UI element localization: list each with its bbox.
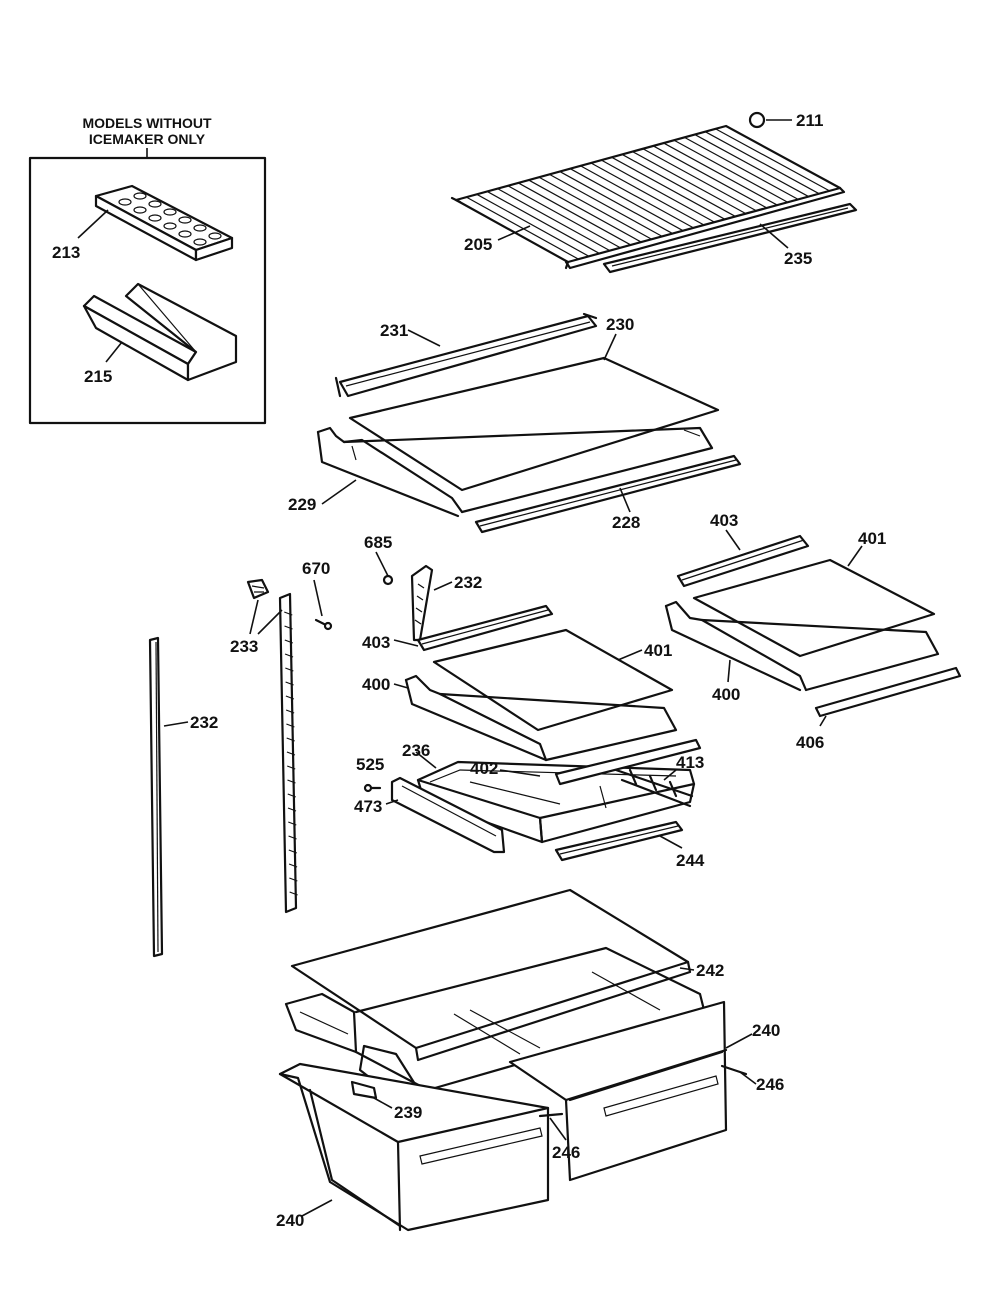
label-246-right: 246: [756, 1075, 784, 1094]
part-235-trim: [602, 202, 858, 274]
label-235: 235: [784, 249, 812, 268]
label-246-left: 246: [552, 1143, 580, 1162]
inset-frame: [28, 156, 267, 425]
part-205-wire-shelf: [450, 124, 846, 270]
label-400-left: 400: [362, 675, 390, 694]
part-403-right-trim: [676, 534, 810, 588]
part-413-slide-rail: [614, 768, 694, 808]
label-403-left: 403: [362, 633, 390, 652]
label-403-right: 403: [710, 511, 738, 530]
part-230-glass: [348, 356, 720, 492]
part-473-left-rail: [390, 776, 506, 854]
part-401-left-glass: [432, 628, 674, 732]
label-401-right: 401: [858, 529, 886, 548]
part-228-trim: [474, 454, 742, 534]
label-525: 525: [356, 755, 384, 774]
part-406-trim: [814, 666, 962, 718]
label-231: 231: [380, 321, 408, 340]
part-403-left-trim: [416, 604, 554, 652]
part-525-screw-icon: [363, 783, 382, 793]
label-211: 211: [796, 111, 823, 130]
label-233: 233: [230, 637, 258, 656]
part-232-long-ladder: [148, 636, 164, 958]
label-473: 473: [354, 797, 382, 816]
label-242: 242: [696, 961, 724, 980]
inset-box: MODELS WITHOUT ICEMAKER ONLY: [28, 115, 267, 425]
label-213: 213: [52, 243, 80, 262]
part-670-screw-icon: [314, 618, 333, 631]
part-402-cover-trim: [554, 738, 702, 786]
label-230: 230: [606, 315, 634, 334]
part-213-ice-tray: [94, 184, 234, 262]
label-236: 236: [402, 741, 430, 760]
label-240-left: 240: [276, 1211, 304, 1230]
part-240-left-crisper: [278, 1062, 550, 1232]
inset-note-line2: ICEMAKER ONLY: [89, 131, 206, 147]
label-239: 239: [394, 1103, 422, 1122]
label-232-long: 232: [190, 713, 218, 732]
label-402: 402: [470, 759, 498, 778]
label-215: 215: [84, 367, 112, 386]
part-215-ice-bin: [82, 282, 238, 382]
part-239-support: [350, 1080, 378, 1100]
label-400-right: 400: [712, 685, 740, 704]
label-205: 205: [464, 235, 492, 254]
part-232-short-ladder: [382, 564, 434, 642]
label-240-right: 240: [752, 1021, 780, 1040]
label-670: 670: [302, 559, 330, 578]
label-413: 413: [676, 753, 704, 772]
label-229: 229: [288, 495, 316, 514]
label-685: 685: [364, 533, 392, 552]
label-228: 228: [612, 513, 640, 532]
part-233-clip-icon: [246, 578, 270, 600]
part-240-right-crisper: [508, 1000, 728, 1182]
part-233-ladder-rail: [278, 592, 298, 914]
label-401-left: 401: [644, 641, 672, 660]
part-400-right-frame: [664, 600, 940, 692]
part-401-right-glass: [692, 558, 936, 658]
part-211-stop-icon: [748, 111, 766, 129]
part-231-trim: [334, 312, 598, 398]
label-232-short: 232: [454, 573, 482, 592]
part-246-left-rail: [538, 1112, 564, 1118]
part-229-frame: [316, 426, 714, 518]
part-244-right-rail: [554, 820, 684, 862]
label-244: 244: [676, 851, 705, 870]
inset-note-line1: MODELS WITHOUT: [82, 115, 212, 131]
label-406: 406: [796, 733, 824, 752]
part-242-crisper-cover: [290, 888, 692, 1062]
